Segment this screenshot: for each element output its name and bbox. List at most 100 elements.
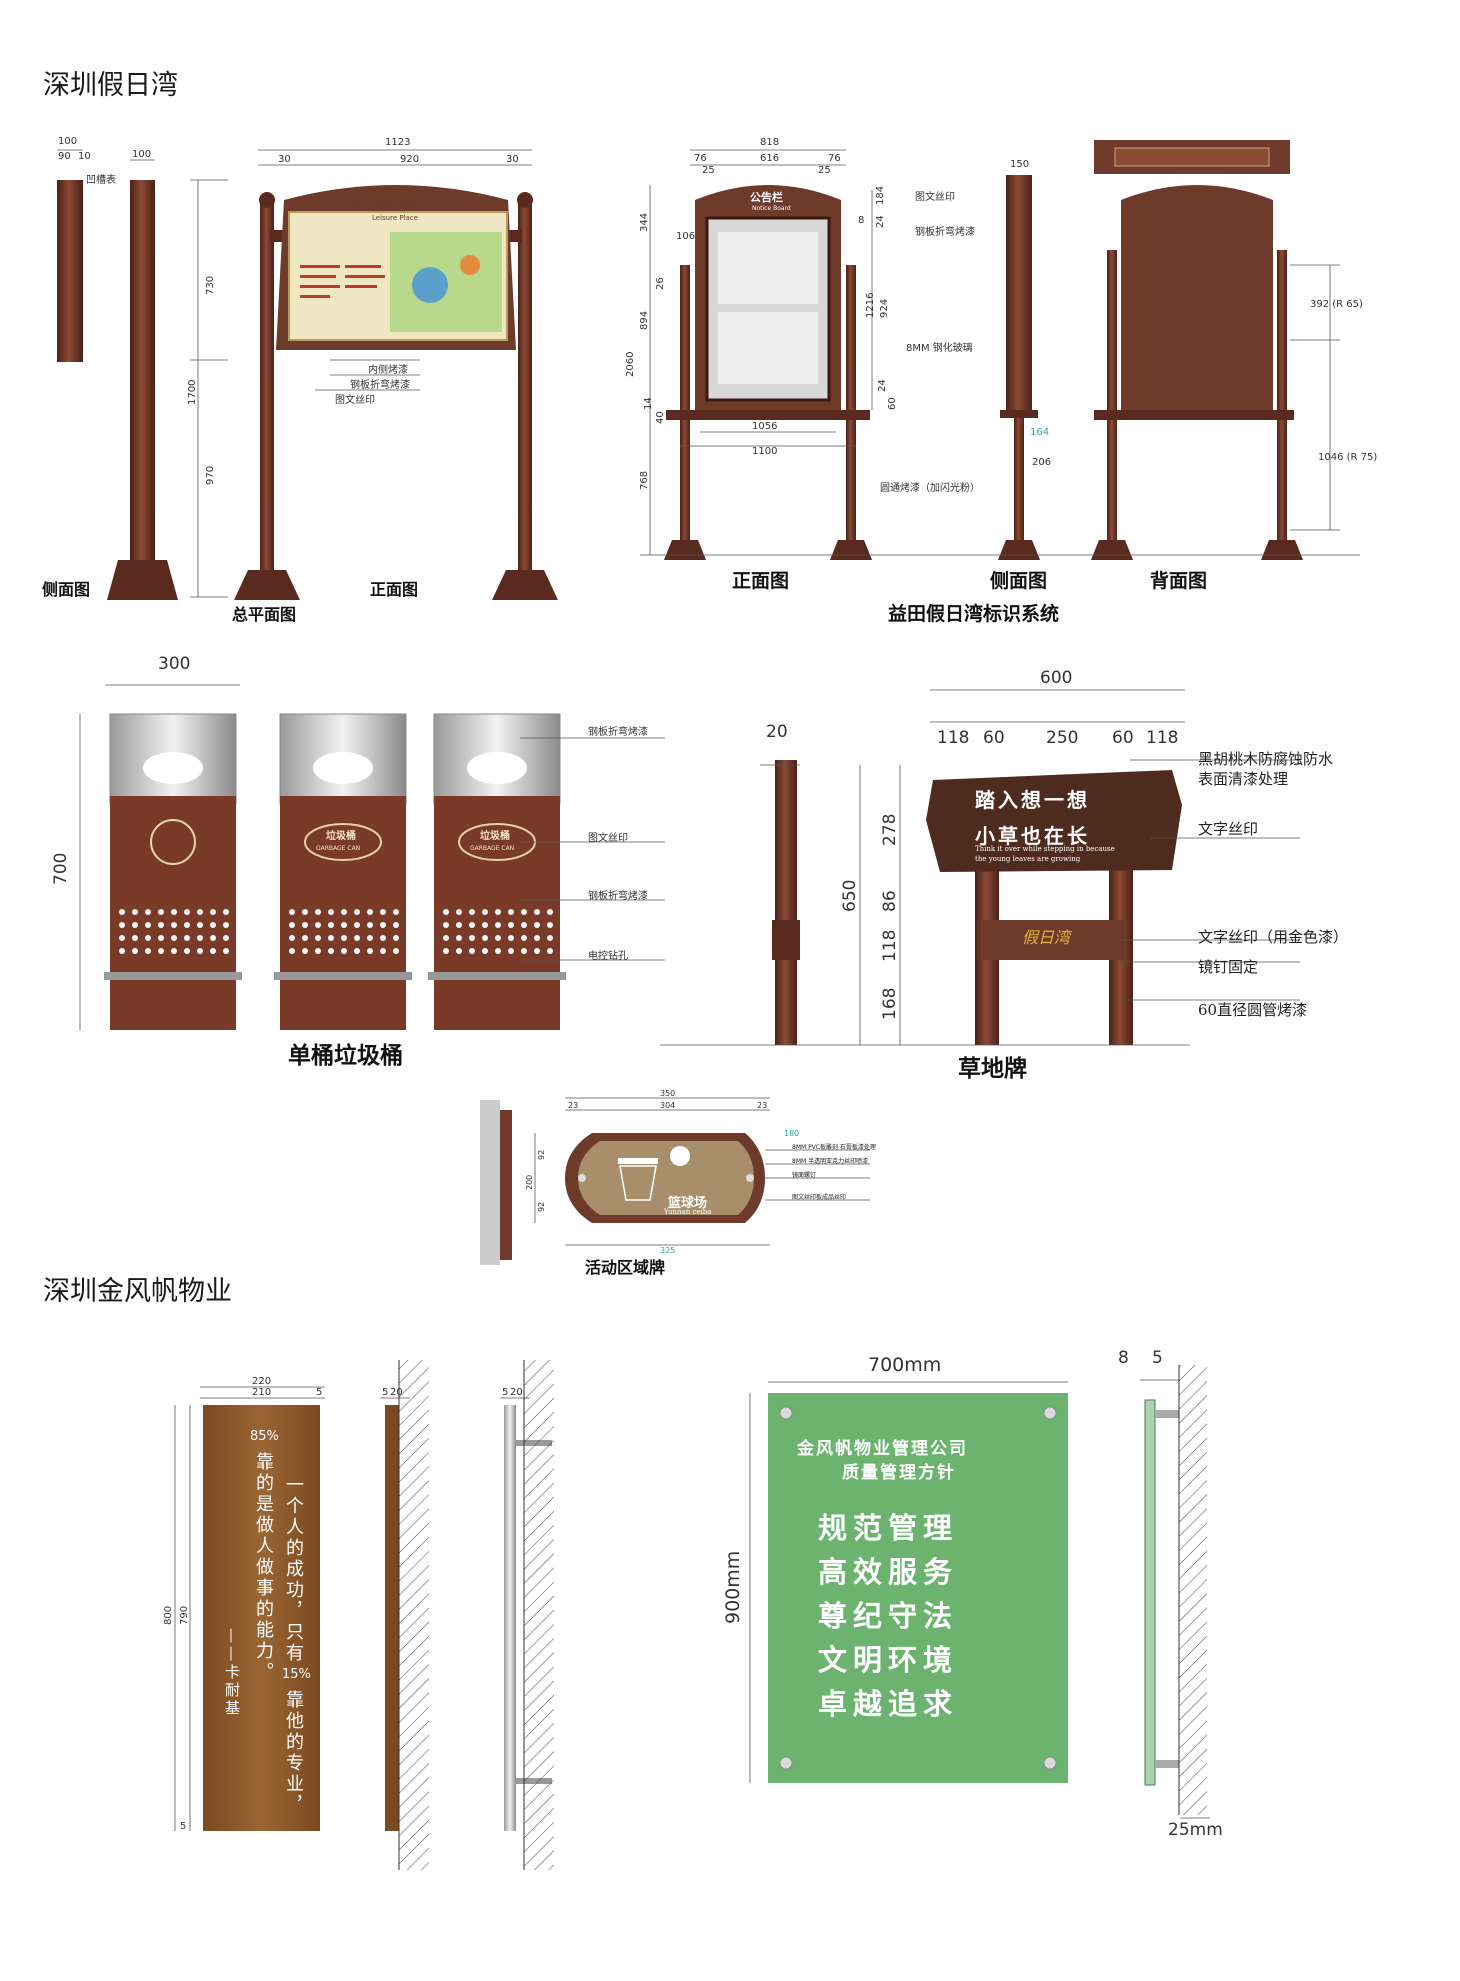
caption-plan: 总平面图: [232, 605, 297, 624]
dim-label: 25: [702, 165, 715, 176]
bin-hole: [145, 935, 151, 941]
dim-label: 5: [316, 1387, 323, 1398]
bin-hole: [534, 922, 540, 928]
dim-label: 25: [818, 165, 831, 176]
dim-label: 164: [1030, 427, 1050, 438]
note-label: 凹槽表: [86, 175, 116, 186]
dim-label: 210: [252, 1387, 272, 1398]
dim-label: 184: [875, 185, 886, 205]
bin-hole: [547, 948, 553, 954]
quote-col2: 靠他的专业，: [283, 1690, 304, 1816]
bin-hole: [341, 935, 347, 941]
bin-hole: [132, 922, 138, 928]
note-label: 8MM 钢化玻璃: [906, 343, 973, 354]
bin-hole: [158, 948, 164, 954]
bin-hole: [456, 922, 462, 928]
dim-label: 350: [660, 1089, 676, 1098]
dim-label: 20: [766, 722, 788, 742]
dim-label: 8: [1118, 1348, 1129, 1368]
dim-label: 30: [278, 154, 291, 165]
bin-hole: [302, 922, 308, 928]
bin-label-sub: GARBAGE CAN: [470, 845, 515, 852]
bin-hole: [210, 909, 216, 915]
caption-side: 侧面图: [990, 570, 1048, 592]
note-label: 钢板折弯烤漆: [350, 380, 410, 391]
board-title: 假日湾游园图: [353, 199, 419, 212]
lawn-dimension-lines: [660, 689, 1300, 1046]
quote-pct1: 15%: [282, 1667, 311, 1682]
notice-board-dimension-lines: [640, 149, 1360, 556]
bin-hole: [547, 935, 553, 941]
bin-hole: [315, 922, 321, 928]
dim-label: 24: [877, 379, 888, 392]
bin-hole: [119, 935, 125, 941]
note-label: 电控钻孔: [588, 951, 628, 962]
quote-col1: 一个人的成功，只有: [283, 1475, 304, 1664]
policy-title1: 金风帆物业管理公司: [797, 1439, 968, 1459]
bin-hole: [210, 922, 216, 928]
notice-board-back: [1091, 140, 1303, 560]
dim-label: 92: [537, 1201, 546, 1212]
bin-hole: [443, 935, 449, 941]
dim-label: 8: [858, 215, 865, 226]
dim-label: 76: [828, 153, 841, 164]
notice-header-sub: Notice Board: [752, 205, 791, 212]
bin-hole: [171, 935, 177, 941]
dim-label: 118: [937, 728, 970, 748]
dim-label: 180: [784, 1129, 800, 1138]
bin-hole: [469, 935, 475, 941]
bin-hole: [197, 922, 203, 928]
policy-board: [768, 1365, 1207, 1815]
bin-hole: [495, 922, 501, 928]
dim-label: 250: [1046, 728, 1079, 748]
bin-hole: [547, 922, 553, 928]
policy-line: 规范管理: [818, 1511, 959, 1545]
bin-hole: [315, 948, 321, 954]
dim-label: 40: [655, 411, 666, 424]
bin-label-sub: GARBAGE CAN: [316, 845, 361, 852]
bin-hole: [456, 948, 462, 954]
bin-hole: [393, 909, 399, 915]
lawn-line2: 小草也在长: [975, 824, 1090, 848]
note-label: 图文丝印板成品丝印: [792, 1194, 847, 1201]
note-label: 图文丝印: [335, 395, 375, 406]
bin-hole: [495, 935, 501, 941]
dim-label: 10: [78, 151, 91, 162]
quote-pct2: 85%: [250, 1429, 279, 1444]
section-title-holiday-bay: 深圳假日湾: [43, 70, 178, 101]
bin-hole: [469, 922, 475, 928]
dim-label: 894: [639, 310, 650, 330]
sign1-side-view: [57, 180, 178, 600]
caption-system: 益田假日湾标识系统: [888, 603, 1060, 625]
policy-title2: 质量管理方针: [842, 1463, 956, 1483]
bin-hole: [145, 909, 151, 915]
bin-hole: [443, 948, 449, 954]
bin-hole: [223, 948, 229, 954]
bin-hole: [302, 935, 308, 941]
quote-author: ——卡耐基: [223, 1628, 241, 1718]
sign1-dimension-lines: [57, 149, 532, 598]
note-label: 钢板折弯烤漆: [588, 891, 648, 902]
lawn-line1: 踏入想一想: [975, 788, 1090, 812]
policy-line: 高效服务: [818, 1555, 959, 1589]
bin-label: 垃圾桶: [480, 831, 510, 842]
dim-label: 26: [655, 277, 666, 290]
bin-hole: [393, 922, 399, 928]
note-label: 8MM PVC板雕刻 石膏板漆处理: [792, 1144, 876, 1151]
dim-label: 818: [760, 137, 780, 148]
bin-hole: [534, 909, 540, 915]
dim-label: 100: [132, 149, 152, 160]
bin-hole: [469, 948, 475, 954]
bin-hole: [289, 935, 295, 941]
dim-label: 92: [537, 1149, 546, 1160]
dim-label: 206: [1032, 457, 1052, 468]
dim-label: 700: [51, 852, 71, 885]
dim-label: 118: [880, 929, 900, 962]
note-label: 表面清漆处理: [1198, 770, 1289, 788]
dim-label: 20: [510, 1387, 523, 1398]
caption-front-view: 正面图: [370, 580, 419, 599]
bin-hole: [508, 948, 514, 954]
dim-label: 1700: [187, 379, 198, 405]
bin-hole: [223, 935, 229, 941]
bin-hole: [341, 948, 347, 954]
